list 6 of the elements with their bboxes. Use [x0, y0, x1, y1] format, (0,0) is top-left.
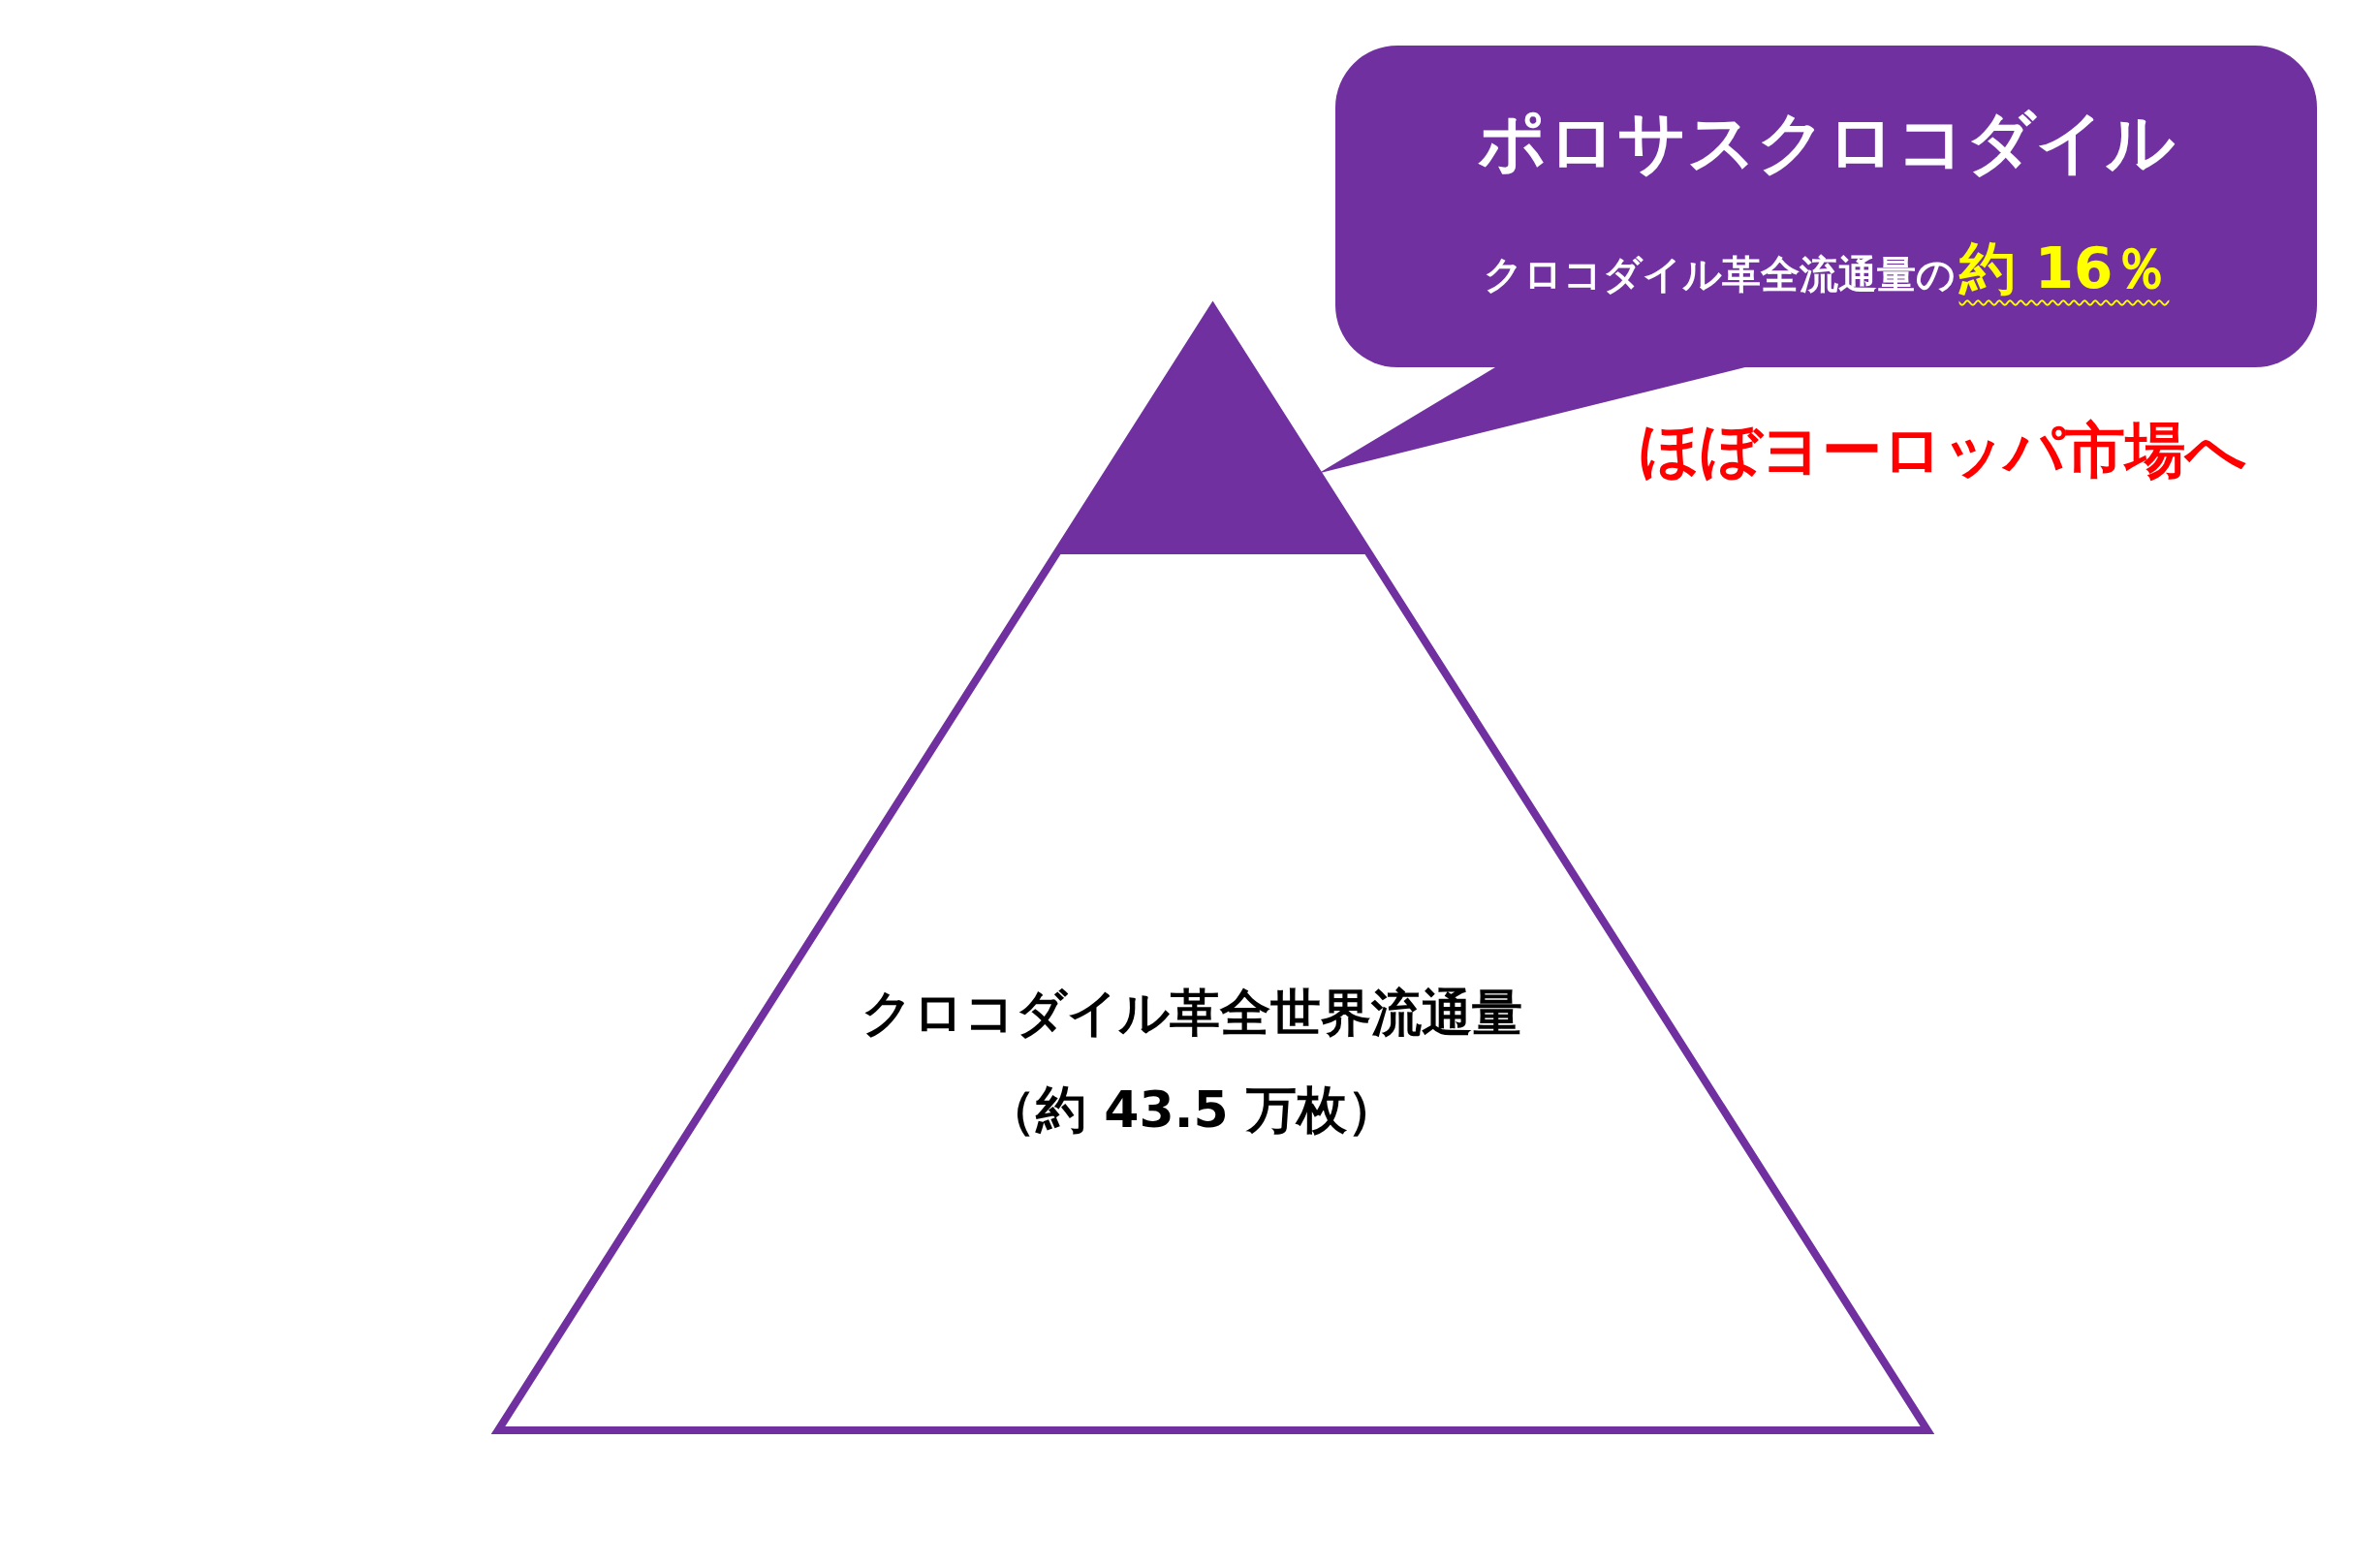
note-text: ほぼヨーロッパ市場へ: [1639, 415, 2246, 487]
pyramid-value: （約 43.5 万枚）: [986, 1080, 1397, 1141]
percentage-value: 約 16％: [1958, 235, 2170, 303]
pyramid-label: クロコダイル革全世界流通量: [861, 983, 1522, 1044]
callout-text: クロコダイル革全流通量の: [1483, 251, 1956, 297]
callout-title: ポロサスクロコダイル: [1477, 102, 2176, 183]
